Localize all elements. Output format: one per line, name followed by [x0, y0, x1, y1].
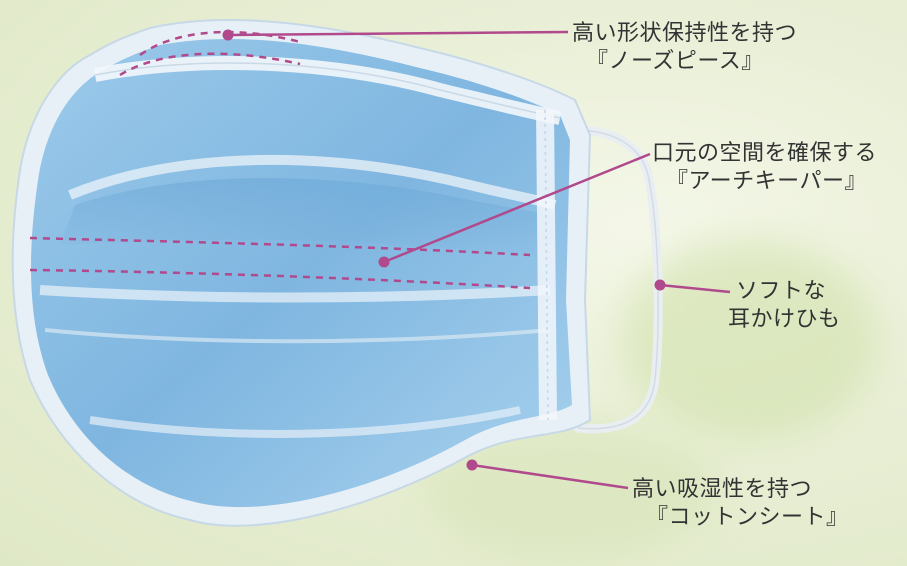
background-foliage [620, 240, 880, 440]
callout-cotton-sheet-line2: 『コットンシート』 [646, 505, 849, 530]
ear-loop-connector [659, 283, 731, 294]
callout-cotton-sheet: 高い吸湿性を持つ 『コットンシート』 [632, 476, 849, 532]
callout-nose-piece-line2: 『ノーズピース』 [586, 49, 764, 74]
callout-arch-keeper-line2: 『アーチキーパー』 [666, 169, 867, 194]
nose-piece-connector [227, 30, 569, 37]
ear-loop-dot [654, 279, 666, 291]
callout-ear-loop-line1: ソフトな [736, 279, 827, 304]
callout-cotton-sheet-line1: 高い吸湿性を持つ [632, 477, 813, 502]
cotton-sheet-connector [471, 463, 629, 490]
arch-keeper-connector [383, 152, 651, 264]
mask-pleat-2 [39, 285, 551, 303]
arch-keeper-dash-2 [29, 268, 531, 290]
arch-keeper-dash-1 [29, 236, 531, 257]
nose-piece-dash-2 [119, 52, 301, 77]
cotton-sheet-dot [466, 459, 478, 471]
arch-keeper-dot [378, 256, 390, 268]
callout-nose-piece: 高い形状保持性を持つ 『ノーズピース』 [572, 20, 797, 76]
callout-arch-keeper-line1: 口元の空間を確保する [652, 141, 878, 166]
mask-pleat-1 [68, 154, 557, 210]
callout-arch-keeper: 口元の空間を確保する 『アーチキーパー』 [652, 140, 877, 196]
mask-pleat-3 [44, 328, 551, 344]
callout-nose-piece-line1: 高い形状保持性を持つ [572, 21, 798, 46]
nose-piece-dot [222, 29, 234, 41]
mask-pleat-4 [89, 406, 521, 438]
nose-piece-dash-1 [139, 30, 301, 57]
mask-body [31, 38, 573, 508]
callout-ear-loop-line2: 耳かけひも [728, 307, 841, 332]
callout-ear-loop: ソフトな 耳かけひも [728, 278, 841, 334]
